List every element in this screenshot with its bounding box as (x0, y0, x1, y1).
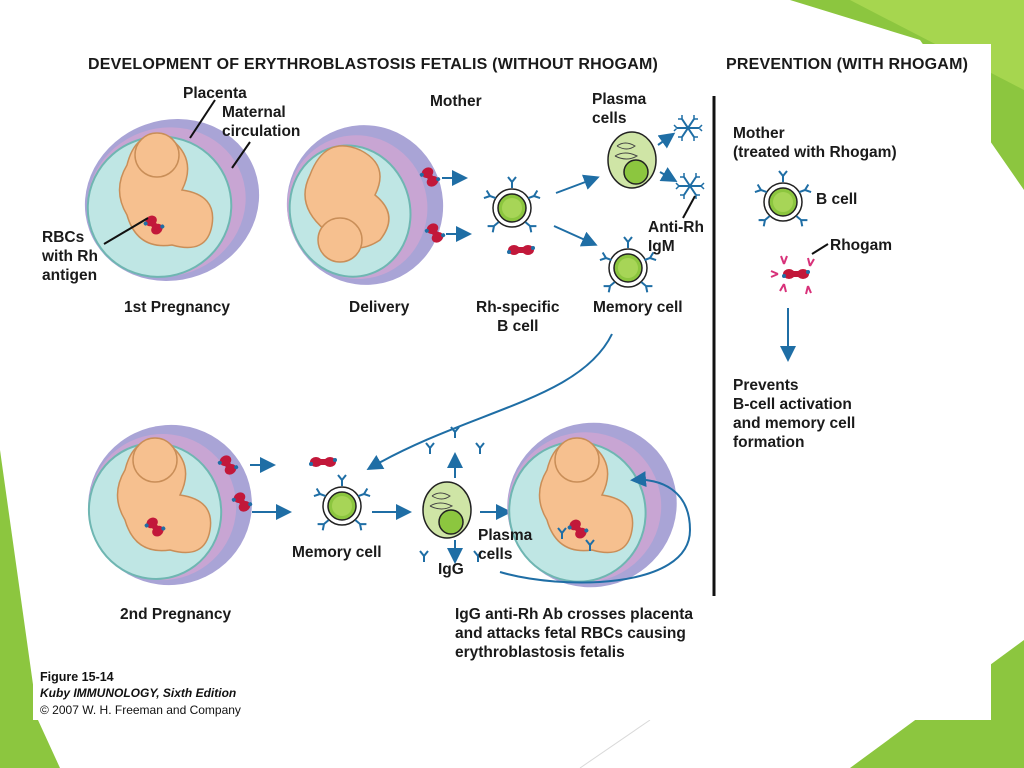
label-second-pregnancy: 2nd Pregnancy (120, 606, 232, 623)
label-mother-treated: Mother (treated with Rhogam) (733, 125, 897, 161)
label-plasma-cells-top: Plasma cells (592, 91, 647, 127)
label-b-cell: B cell (816, 191, 858, 208)
uterus-igg-attack (507, 422, 677, 588)
title-development: DEVELOPMENT OF ERYTHROBLASTOSIS FETALIS … (88, 56, 659, 73)
uterus-second-pregnancy (87, 424, 254, 586)
caption-copyright: © 2007 W. H. Freeman and Company (40, 703, 241, 717)
uterus-delivery (286, 125, 447, 285)
uterus-first-pregnancy (84, 119, 260, 281)
label-anti-rh-igm: Anti-Rh IgM (648, 219, 704, 255)
caption-book: Kuby IMMUNOLOGY, Sixth Edition (40, 686, 237, 700)
label-plasma-cells-bottom: Plasma cells (478, 527, 533, 563)
label-first-pregnancy: 1st Pregnancy (124, 299, 230, 316)
label-prevents: Prevents B-cell activation and memory ce… (733, 377, 856, 451)
title-prevention: PREVENTION (WITH RHOGAM) (726, 56, 969, 73)
label-maternal-circulation: Maternal circulation (222, 104, 301, 140)
label-delivery: Delivery (349, 299, 410, 316)
label-rhogam: Rhogam (830, 237, 892, 254)
label-rbcs-rh-antigen: RBCs with Rh antigen (42, 229, 98, 284)
label-memory-cell-top: Memory cell (593, 299, 683, 316)
label-igg: IgG (438, 561, 464, 578)
label-mother: Mother (430, 93, 482, 110)
caption-figure: Figure 15-14 (40, 670, 114, 684)
rhogam-complex (770, 255, 815, 295)
label-igg-crosses-placenta: IgG anti-Rh Ab crosses placenta and atta… (455, 606, 694, 661)
label-rh-specific-b-cell: Rh-specific B cell (476, 299, 560, 335)
label-placenta: Placenta (183, 85, 247, 102)
label-memory-cell-bottom: Memory cell (292, 544, 382, 561)
